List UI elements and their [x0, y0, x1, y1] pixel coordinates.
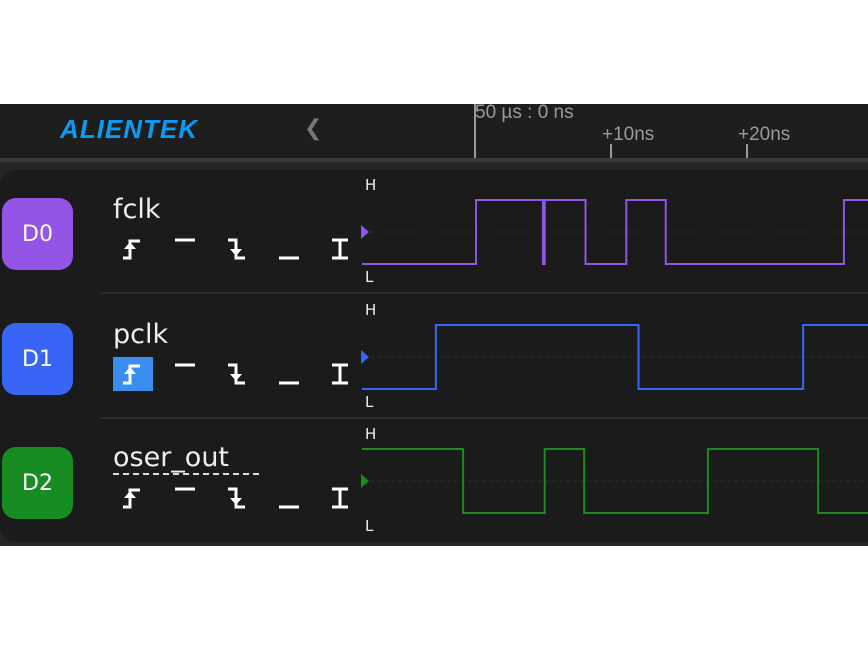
high-trigger-button[interactable]: [165, 232, 205, 266]
row-divider: [100, 417, 868, 419]
falling-edge-icon: [228, 363, 245, 385]
channel-badge[interactable]: D2: [2, 447, 73, 519]
rising-trigger-button[interactable]: [113, 481, 153, 515]
any-trigger-button[interactable]: [321, 357, 361, 391]
channel-badge[interactable]: D0: [2, 198, 73, 270]
high-trigger-button[interactable]: [165, 357, 205, 391]
waveform-pclk: [362, 324, 868, 390]
time-origin-label: 50 µs : 0 ns: [475, 102, 574, 123]
falling-trigger-button[interactable]: [217, 357, 257, 391]
tick-label: +10ns: [602, 124, 655, 145]
any-edge-icon: [332, 238, 348, 260]
high-label: H: [365, 176, 377, 194]
rising-trigger-button[interactable]: [113, 357, 153, 391]
channel-badge[interactable]: D1: [2, 323, 73, 395]
chevron-left-icon[interactable]: ❮: [304, 116, 323, 141]
any-edge-icon: [332, 363, 348, 385]
high-label: H: [365, 301, 377, 319]
trigger-options: [113, 481, 361, 515]
header-bar: ALIENTEK ❮ 50 µs : 0 ns +10ns +20ns: [0, 102, 868, 158]
low-trigger-button[interactable]: [269, 232, 309, 266]
channel-name[interactable]: oser_out: [113, 443, 260, 475]
time-origin-marker: [474, 104, 476, 158]
channel-name[interactable]: pclk: [113, 319, 169, 350]
high-label: H: [365, 425, 377, 443]
rising-edge-icon: [123, 488, 140, 509]
falling-trigger-button[interactable]: [217, 232, 257, 266]
channel-row-d2: D2 oser_out H L: [0, 419, 868, 543]
waveform-oser_out: [362, 448, 868, 514]
falling-edge-icon: [228, 487, 245, 509]
tick-mark: [746, 144, 748, 158]
trigger-options: [113, 232, 361, 266]
low-label: L: [365, 393, 374, 411]
tick-mark: [610, 144, 612, 158]
high-level-icon: [175, 238, 195, 242]
low-level-icon: [279, 505, 299, 509]
any-trigger-button[interactable]: [321, 232, 361, 266]
rising-trigger-button[interactable]: [113, 232, 153, 266]
channel-marker-icon: [361, 225, 369, 239]
low-trigger-button[interactable]: [269, 357, 309, 391]
channel-row-d1: D1 pclk H L: [0, 295, 868, 419]
high-level-icon: [175, 363, 195, 367]
any-trigger-button[interactable]: [321, 481, 361, 515]
alientek-logo: ALIENTEK: [60, 114, 198, 144]
header-divider: [0, 158, 868, 162]
high-level-icon: [175, 487, 195, 491]
waveform-fclk: [362, 199, 868, 265]
low-label: L: [365, 517, 374, 535]
any-edge-icon: [332, 487, 348, 509]
rising-edge-icon: [123, 364, 140, 385]
low-level-icon: [279, 381, 299, 385]
falling-edge-icon: [228, 238, 245, 260]
high-trigger-button[interactable]: [165, 481, 205, 515]
row-divider: [100, 292, 868, 294]
low-level-icon: [279, 256, 299, 260]
rising-edge-icon: [123, 239, 140, 260]
channel-row-d0: D0 fclk H L: [0, 170, 868, 294]
low-label: L: [365, 268, 374, 286]
tick-label: +20ns: [738, 124, 791, 145]
low-trigger-button[interactable]: [269, 481, 309, 515]
trigger-options: [113, 357, 361, 391]
channel-marker-icon: [361, 474, 369, 488]
channel-marker-icon: [361, 350, 369, 364]
channel-name[interactable]: fclk: [113, 194, 161, 225]
falling-trigger-button[interactable]: [217, 481, 257, 515]
